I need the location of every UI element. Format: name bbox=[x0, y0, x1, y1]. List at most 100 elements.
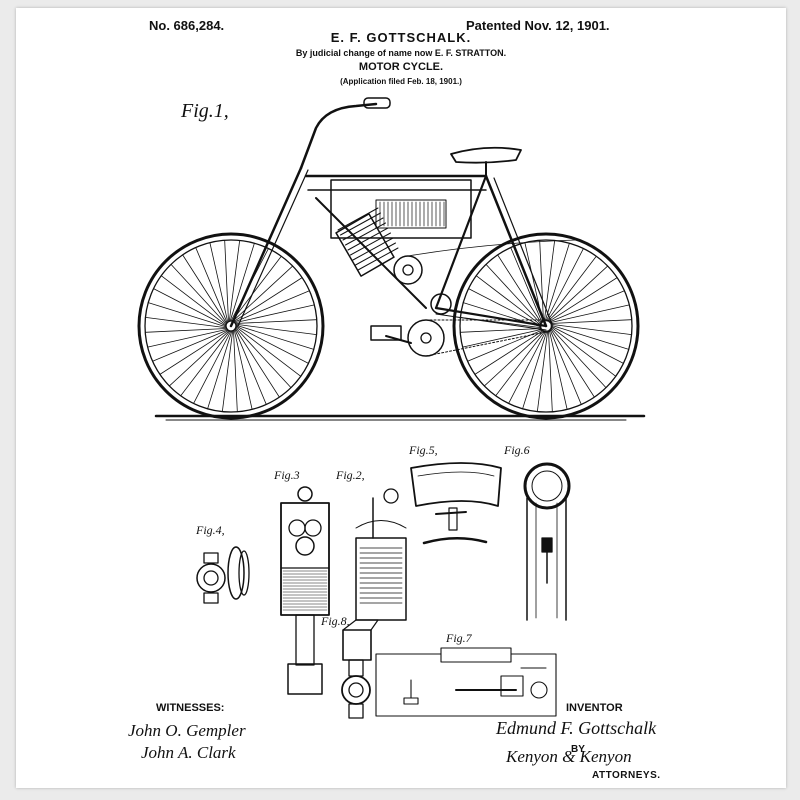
fig1-label: Fig.1, bbox=[181, 100, 229, 122]
fig2-drawing bbox=[355, 488, 407, 621]
wheel-spoke bbox=[170, 263, 227, 325]
wheel-spoke bbox=[221, 330, 234, 412]
wheel-spoke bbox=[195, 247, 228, 324]
wheel-spoke bbox=[234, 304, 315, 324]
wheel-spoke bbox=[224, 239, 229, 323]
wheel-spoke bbox=[182, 254, 228, 324]
wheel-spoke bbox=[549, 328, 595, 398]
engine-fin bbox=[345, 222, 386, 246]
front-wheel bbox=[137, 232, 325, 420]
wheel-spoke bbox=[508, 330, 547, 404]
wheel-spoke bbox=[207, 330, 233, 410]
patent-title: MOTOR CYCLE. bbox=[358, 61, 444, 73]
wheel-spoke bbox=[234, 328, 280, 398]
wheel-spoke bbox=[159, 329, 229, 375]
fig8-drawing bbox=[341, 619, 379, 719]
wheel-spoke bbox=[495, 330, 546, 397]
wheel-spoke bbox=[544, 242, 570, 322]
inventor-label: INVENTOR bbox=[566, 702, 623, 714]
wheel-spoke bbox=[550, 327, 607, 389]
wheel-spoke bbox=[475, 275, 542, 326]
patented-date: Patented Nov. 12, 1901. bbox=[466, 18, 610, 33]
engine-fin bbox=[357, 247, 399, 271]
fig8-label: Fig.8, bbox=[321, 614, 350, 628]
signatures: John O. Gempler John A. Clark Edmund F. … bbox=[128, 718, 657, 766]
wheel-spoke bbox=[539, 239, 544, 323]
wheel-spoke bbox=[180, 330, 231, 397]
wheel-spoke bbox=[234, 328, 267, 405]
fig3-drawing bbox=[280, 486, 330, 695]
wheel-spoke bbox=[233, 277, 303, 323]
wheel-spoke bbox=[485, 263, 542, 325]
inventor-name: E. F. GOTTSCHALK. bbox=[330, 30, 472, 45]
wheel-spoke bbox=[483, 330, 545, 387]
wheel-spoke bbox=[545, 248, 584, 322]
wheel-spoke bbox=[550, 324, 630, 350]
wheel-spoke bbox=[497, 254, 543, 324]
wheel-spoke bbox=[548, 290, 625, 323]
wheel-spoke bbox=[233, 329, 238, 413]
attorneys-label: ATTORNEYS. bbox=[592, 770, 661, 781]
wheel-spoke bbox=[193, 330, 232, 404]
wheel-spoke bbox=[209, 242, 229, 323]
wheel-spoke bbox=[550, 326, 617, 377]
wheel-spoke bbox=[550, 325, 624, 364]
wheel-spoke bbox=[228, 240, 241, 322]
wheel-spoke bbox=[549, 319, 633, 324]
wheel-spoke bbox=[144, 328, 228, 333]
wheel-spoke bbox=[233, 329, 253, 410]
wheel-spoke bbox=[510, 247, 543, 324]
wheel-spoke bbox=[459, 328, 543, 333]
engine-fin bbox=[342, 217, 384, 241]
engine-fin bbox=[337, 207, 379, 231]
engine-fin bbox=[355, 242, 396, 266]
attorneys-signature: Kenyon & Kenyon bbox=[505, 747, 632, 766]
wheel-spoke bbox=[548, 329, 553, 413]
fig4-label: Fig.4, bbox=[196, 523, 225, 537]
name-change-note: By judicial change of name now E. F. STR… bbox=[295, 48, 507, 58]
wheel-spoke bbox=[546, 255, 597, 322]
fig6-drawing bbox=[523, 462, 571, 621]
wheel-spoke bbox=[235, 326, 302, 377]
engine-fin bbox=[350, 232, 391, 256]
wheel-spoke bbox=[147, 328, 228, 348]
application-filed: (Application filed Feb. 18, 1901.) bbox=[340, 77, 462, 86]
fig2-label: Fig.2, bbox=[336, 468, 365, 482]
wheel-spoke bbox=[235, 324, 315, 350]
witness-2-signature: John A. Clark bbox=[141, 743, 236, 762]
by-label: BY bbox=[571, 744, 585, 755]
fig7-wiring-diagram bbox=[375, 647, 557, 717]
wheel-spoke bbox=[547, 265, 609, 322]
witnesses-label: WITNESSES: bbox=[156, 702, 225, 714]
wheel-spoke bbox=[229, 242, 255, 322]
wheel-spoke bbox=[474, 329, 544, 375]
wheel-spoke bbox=[235, 327, 292, 389]
wheel-spoke bbox=[168, 330, 230, 387]
wheel-spoke bbox=[549, 304, 630, 324]
patent-drawing: John O. Gempler John A. Clark Edmund F. … bbox=[128, 97, 657, 766]
inventor-signature: Edmund F. Gottschalk bbox=[495, 718, 657, 738]
wheel-spoke bbox=[147, 302, 227, 328]
wheel-spoke bbox=[231, 255, 282, 322]
wheel-spoke bbox=[462, 328, 543, 348]
wheel-spoke bbox=[145, 316, 227, 329]
witness-1-signature: John O. Gempler bbox=[128, 721, 246, 740]
engine-fin bbox=[352, 237, 394, 261]
fig1-motorcycle-drawing bbox=[137, 97, 646, 421]
wheel-spoke bbox=[550, 323, 632, 336]
wheel-spoke bbox=[468, 288, 542, 327]
wheel-spoke bbox=[153, 288, 227, 327]
wheel-spoke bbox=[549, 328, 582, 405]
wheel-spoke bbox=[233, 290, 310, 323]
wheel-spoke bbox=[235, 325, 309, 364]
wheel-spoke bbox=[152, 329, 229, 362]
fig3-label: Fig.3 bbox=[274, 468, 300, 482]
wheel-spoke bbox=[548, 329, 568, 410]
fig5-label: Fig.5, bbox=[409, 443, 438, 457]
wheel-spoke bbox=[536, 330, 549, 412]
fig4-drawing bbox=[196, 546, 250, 604]
engine-fin bbox=[347, 227, 389, 251]
wheel-spoke bbox=[232, 265, 294, 322]
fig5-drawing bbox=[410, 462, 502, 545]
wheel-spoke bbox=[522, 330, 548, 410]
